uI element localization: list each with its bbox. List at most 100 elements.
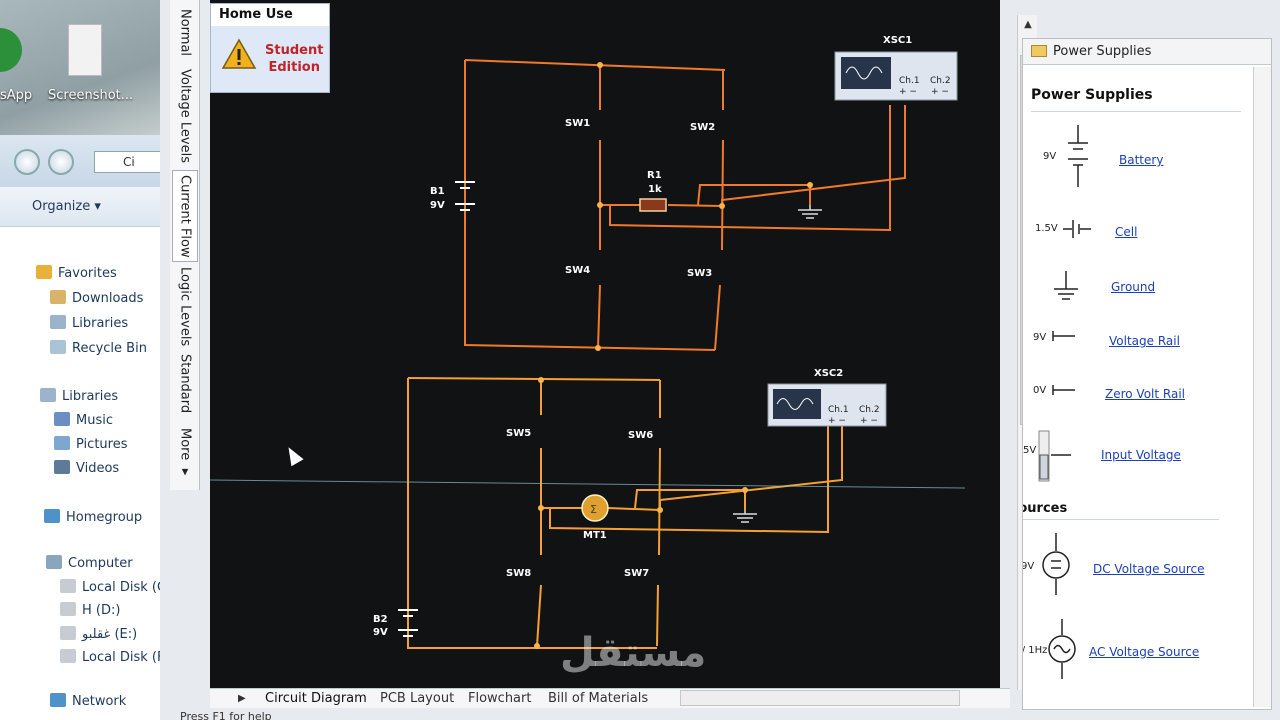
play-icon[interactable]: ▶ — [238, 693, 246, 704]
whatsapp-icon[interactable] — [0, 28, 22, 72]
tree-computer[interactable]: Computer — [46, 555, 133, 571]
tree-pictures[interactable]: Pictures — [54, 436, 127, 452]
part-cell-link[interactable]: Cell — [1115, 225, 1138, 239]
tab-current-flow[interactable]: Current Flow — [172, 170, 198, 262]
tree-recycle-bin[interactable]: Recycle Bin — [50, 340, 147, 356]
battery-b2-symbol[interactable] — [398, 609, 418, 637]
ac-voltage-source-icon[interactable] — [1045, 619, 1079, 681]
tab-pcb-layout[interactable]: PCB Layout — [380, 691, 455, 706]
ground-symbol[interactable] — [798, 205, 822, 219]
explorer-window: Ci Organize ▾ Favorites Downloads Librar… — [0, 135, 175, 720]
forward-button[interactable] — [48, 149, 74, 175]
dc-voltage-source-icon[interactable] — [1039, 533, 1073, 597]
svg-text:Σ: Σ — [590, 503, 597, 516]
motor-mt1[interactable] — [581, 494, 609, 522]
xsc2-ch2-pm: + − — [860, 416, 878, 426]
section-title-sources: Sources — [1023, 501, 1068, 516]
tab-flowchart[interactable]: Flowchart — [468, 691, 532, 706]
panel-scrollbar[interactable] — [1253, 67, 1271, 707]
tab-normal[interactable]: Normal — [177, 9, 193, 57]
tree-drive-c[interactable]: Local Disk (C:) — [60, 579, 175, 595]
circuit-nodes — [534, 62, 813, 649]
scroll-up-icon[interactable]: ▲ — [1024, 19, 1032, 30]
part-zero-volt-rail-link[interactable]: Zero Volt Rail — [1105, 387, 1185, 401]
tree-favorites[interactable]: Favorites — [36, 265, 117, 281]
cell-value: 1.5V — [1035, 223, 1058, 234]
tree-videos[interactable]: Videos — [54, 460, 119, 476]
label-sw4: SW4 — [565, 265, 590, 276]
tree-drive-d[interactable]: H (D:) — [60, 602, 120, 618]
watermark-logo: مستقل — [560, 630, 707, 676]
tree-drive-f[interactable]: Local Disk (F:) — [60, 649, 173, 665]
part-dc-voltage-source-link[interactable]: DC Voltage Source — [1093, 562, 1205, 576]
tree-network[interactable]: Network — [50, 693, 126, 709]
label-sw2: SW2 — [690, 122, 715, 133]
xsc1-ch2: Ch.2 — [930, 76, 951, 86]
label-sw1: SW1 — [565, 118, 590, 129]
label-mt1: MT1 — [583, 530, 607, 541]
explorer-toolbar: Organize ▾ — [0, 187, 169, 227]
ground-icon[interactable] — [1051, 271, 1081, 305]
circuit-canvas[interactable]: Σ — [210, 0, 965, 690]
homegroup-icon — [44, 509, 60, 523]
part-battery-link[interactable]: Battery — [1119, 153, 1164, 167]
xsc1-ch1: Ch.1 — [899, 76, 920, 86]
tree-music[interactable]: Music — [54, 412, 113, 428]
drive-icon — [60, 579, 76, 593]
part-input-voltage-link[interactable]: Input Voltage — [1101, 448, 1181, 462]
tab-circuit-diagram[interactable]: Circuit Diagram — [265, 691, 367, 706]
tree-downloads[interactable]: Downloads — [50, 290, 143, 306]
xsc2-ch1: Ch.1 — [828, 405, 849, 415]
desktop-icon-label[interactable]: Screenshot... — [48, 88, 134, 103]
label-b1-value: 9V — [430, 200, 445, 211]
tab-more[interactable]: More ▾ — [177, 428, 193, 480]
part-voltage-rail-link[interactable]: Voltage Rail — [1109, 334, 1180, 348]
parts-list: Power Supplies 9V Battery 1.5V Cell Grou… — [1023, 67, 1253, 707]
tree-drive-e[interactable]: غقلبو (E:) — [60, 626, 137, 642]
drive-icon — [60, 626, 76, 640]
tab-voltage-levels[interactable]: Voltage Levels — [177, 69, 193, 163]
resistor-r1[interactable] — [639, 198, 667, 212]
zero-volt-rail-icon[interactable] — [1051, 383, 1077, 397]
oscilloscope-xsc1[interactable] — [834, 51, 958, 101]
circuit-1-wires — [464, 59, 906, 351]
label-b2: B2 — [373, 614, 388, 625]
oscilloscope-xsc2[interactable] — [767, 383, 887, 427]
input-voltage-icon[interactable] — [1037, 429, 1077, 485]
tab-bill-of-materials[interactable]: Bill of Materials — [548, 691, 649, 706]
ground-symbol[interactable] — [733, 510, 757, 523]
computer-icon — [46, 555, 62, 569]
folder-icon — [50, 315, 66, 329]
divider — [1023, 519, 1219, 520]
label-xsc1: XSC1 — [883, 35, 912, 46]
tab-standard[interactable]: Standard — [177, 354, 193, 414]
tab-logic-levels[interactable]: Logic Levels — [177, 267, 193, 347]
cell-icon[interactable] — [1063, 217, 1093, 241]
category-dropdown[interactable]: Power Supplies — [1023, 39, 1271, 65]
label-r1: R1 — [647, 170, 662, 181]
tree-homegroup[interactable]: Homegroup — [44, 509, 142, 525]
voltage-rail-icon[interactable] — [1051, 329, 1077, 343]
network-icon — [50, 693, 66, 707]
part-ground-link[interactable]: Ground — [1111, 280, 1156, 294]
part-ac-voltage-source-link[interactable]: AC Voltage Source — [1089, 645, 1200, 659]
multisim-window: Normal Voltage Levels Current Flow Logic… — [160, 0, 1280, 720]
label-sw8: SW8 — [506, 568, 531, 579]
desktop-icon-label[interactable]: sApp — [0, 88, 33, 103]
input-voltage-value: 5V — [1023, 445, 1037, 456]
label-xsc2: XSC2 — [814, 368, 843, 379]
canvas-horizontal-scrollbar[interactable] — [680, 690, 960, 706]
pictures-icon — [54, 436, 70, 450]
screenshot-file-icon[interactable] — [68, 24, 102, 76]
tree-libraries-fav[interactable]: Libraries — [50, 315, 128, 331]
tree-libraries[interactable]: Libraries — [40, 388, 118, 404]
videos-icon — [54, 460, 70, 474]
label-sw5: SW5 — [506, 428, 531, 439]
organize-button[interactable]: Organize ▾ — [32, 199, 101, 214]
back-button[interactable] — [14, 149, 40, 175]
battery-b1-symbol[interactable] — [455, 181, 475, 211]
battery-icon[interactable] — [1063, 125, 1093, 191]
circuit-canvas-area[interactable]: Σ — [210, 0, 1037, 690]
